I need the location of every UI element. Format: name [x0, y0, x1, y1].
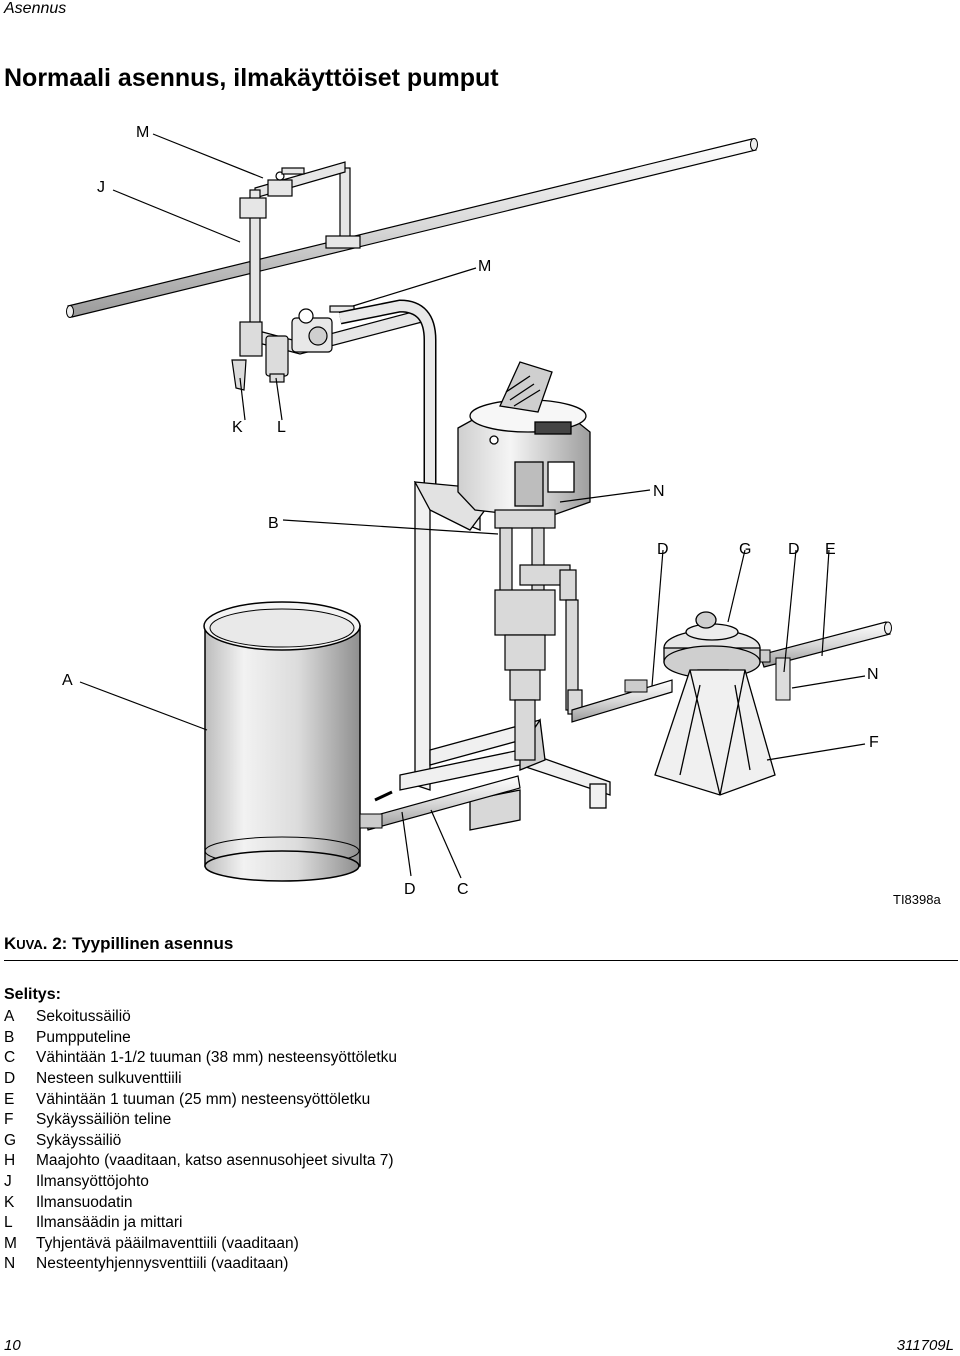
document-number: 311709L: [896, 1337, 954, 1354]
legend-row: D Nesteen sulkuventtiili: [4, 1069, 397, 1090]
caption-rule: [4, 960, 958, 961]
legend-row: N Nesteentyhjennysventtiili (vaaditaan): [4, 1254, 397, 1275]
legend-row: L Ilmansäädin ja mittari: [4, 1213, 397, 1234]
legend-row: E Vähintään 1 tuuman (25 mm) nesteensyött…: [4, 1089, 397, 1110]
caption-text: . 2: Tyypillinen asennus: [42, 934, 234, 953]
legend-text: Sykäyssäiliö: [36, 1131, 122, 1149]
callout-m: M: [478, 258, 492, 275]
callout-f: F: [869, 734, 879, 751]
legend-text: Vähintään 1 tuuman (25 mm) nesteensyöttö…: [36, 1090, 371, 1108]
legend-row: B Pumpputeline: [4, 1028, 397, 1049]
callout-d: D: [404, 881, 416, 898]
callout-a: A: [62, 672, 73, 689]
callout-n: N: [867, 666, 879, 683]
callout-b: B: [268, 515, 279, 532]
legend-text: Ilmansyöttöjohto: [36, 1173, 149, 1191]
callout-m: M: [136, 124, 150, 141]
legend-key: K: [4, 1193, 15, 1211]
legend-key: A: [4, 1008, 15, 1026]
callout-d: D: [657, 541, 669, 558]
callout-l: L: [277, 419, 286, 436]
air-filter: [231, 321, 289, 391]
callout-d: D: [788, 541, 800, 558]
legend-text: Tyhjentävä pääilmaventtiili (vaaditaan): [36, 1234, 299, 1252]
legend-text: Sykäyssäiliön teline: [36, 1111, 172, 1129]
legend-row: H Maajohto (vaaditaan, katso asennusohjee…: [4, 1151, 397, 1172]
legend-text: Maajohto (vaaditaan, katso asennusohjeet…: [36, 1152, 394, 1170]
callout-c: C: [457, 881, 469, 898]
legend-key: L: [4, 1214, 13, 1232]
legend-text: Vähintään 1-1/2 tuuman (38 mm) nesteensy…: [36, 1049, 398, 1067]
legend-key: D: [4, 1070, 16, 1088]
legend-row: K Ilmansuodatin: [4, 1192, 397, 1213]
legend-text: Pumpputeline: [36, 1028, 131, 1046]
legend-text: Ilmansäädin ja mittari: [36, 1214, 183, 1232]
callout-n: N: [653, 483, 665, 500]
page-number: 10: [4, 1337, 21, 1354]
air-motor: [457, 361, 591, 519]
legend-key: H: [4, 1152, 16, 1170]
legend-text: Nesteen sulkuventtiili: [36, 1070, 182, 1088]
fluid-suction-line: [359, 775, 521, 831]
callout-g: G: [739, 541, 752, 558]
callout-e: E: [825, 541, 836, 558]
figure-caption: KUVA. 2: Tyypillinen asennus: [4, 934, 233, 954]
caption-prefix-initial: K: [4, 934, 17, 953]
legend-key: J: [4, 1173, 12, 1191]
legend-key: F: [4, 1111, 14, 1129]
fluid-outlet-line: [571, 621, 892, 723]
legend-title: Selitys:: [4, 986, 61, 1003]
legend-key: N: [4, 1255, 16, 1273]
callout-k: K: [232, 419, 243, 436]
installation-diagram: [66, 133, 892, 882]
legend-row: J Ilmansyöttöjohto: [4, 1172, 397, 1193]
leader-lines: [79, 133, 866, 879]
legend-row: G Sykäyssäiliö: [4, 1131, 397, 1152]
legend-text: Sekoitussäiliö: [36, 1008, 131, 1026]
air-regulator: [291, 305, 355, 353]
figure-id: TI8398a: [893, 892, 941, 907]
legend-row: M Tyhjentävä pääilmaventtiili (vaaditaan): [4, 1234, 397, 1255]
page-title: Normaali asennus, ilmakäyttöiset pumput: [4, 64, 499, 92]
legend-row: A Sekoitussäiliö: [4, 1007, 397, 1028]
pump-lower: [494, 509, 583, 761]
installation-figure: M J M K L N B D G D E A N F D C: [0, 110, 960, 920]
caption-prefix-rest: UVA: [16, 937, 43, 952]
legend-list: A Sekoitussäiliö B Pumpputeline C Vähintään…: [4, 1007, 397, 1275]
legend-key: G: [4, 1131, 17, 1149]
legend-text: Nesteentyhjennysventtiili (vaaditaan): [36, 1255, 289, 1273]
surge-tank-stand: [654, 669, 776, 796]
legend-key: E: [4, 1090, 15, 1108]
legend-row: F Sykäyssäiliön teline: [4, 1110, 397, 1131]
legend-key: C: [4, 1049, 16, 1067]
legend-text: Ilmansuodatin: [36, 1193, 133, 1211]
legend-row: C Vähintään 1-1/2 tuuman (38 mm) nesteens…: [4, 1048, 397, 1069]
legend-key: B: [4, 1028, 15, 1046]
legend-key: M: [4, 1234, 17, 1252]
main-air-line: [66, 138, 758, 318]
callout-j: J: [97, 179, 105, 196]
section-header: Asennus: [4, 0, 67, 17]
mixing-tank: [203, 601, 361, 882]
